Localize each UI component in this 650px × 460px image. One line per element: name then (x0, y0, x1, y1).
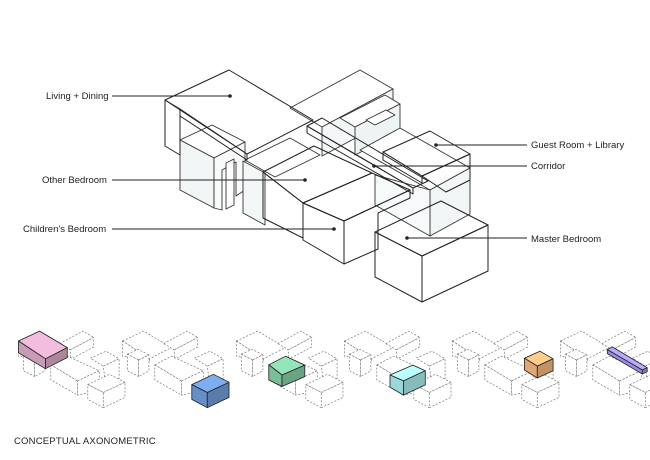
thumbnail-wireframe-face (395, 337, 421, 360)
living-dining-volume (164, 69, 314, 161)
thumbnail-corridor (560, 330, 650, 409)
thumbnail-wireframe-face (163, 330, 199, 351)
thumbnail-highlight-face (641, 367, 648, 375)
label-master-bedroom: Master Bedroom (531, 234, 601, 245)
thumbnail-wireframe-face (69, 337, 95, 360)
childrens-bedroom-volume (302, 172, 411, 265)
thumbnail-highlight-face (536, 358, 554, 379)
thumbnail-wireframe-face (154, 364, 182, 396)
rear-volume (289, 69, 401, 157)
thumbnail-wireframe-face (50, 364, 78, 396)
thumbnail-living-dining (18, 330, 126, 409)
thumbnail-wireframe-face (320, 381, 344, 409)
thumbnail-wireframe-face (644, 389, 650, 409)
thumbnail-wireframe-face (503, 337, 529, 360)
label-corridor: Corridor (531, 161, 565, 172)
thumbnail-row (18, 330, 650, 409)
label-childrens-bedroom: Children's Bedroom (23, 224, 106, 235)
thumbnail-wireframe-face (252, 354, 264, 377)
thumbnail-wireframe-face (601, 330, 637, 351)
thumbnail-wireframe-face (484, 355, 534, 382)
thumbnail-wireframe-face (428, 381, 452, 409)
label-living-dining: Living + Dining (46, 91, 109, 102)
thumbnail-wireframe-face (102, 381, 126, 409)
thumbnail-wireframe-face (90, 350, 120, 367)
thumbnail-wireframe-face (629, 374, 650, 393)
caption: CONCEPTUAL AXONOMETRIC (14, 436, 156, 447)
thumbnail-wireframe-face (468, 354, 480, 377)
thumbnail-wireframe-face (277, 330, 313, 351)
thumbnail-wireframe-face (360, 354, 372, 377)
label-other-bedroom: Other Bedroom (42, 175, 107, 186)
thumbnail-wireframe-face (308, 350, 338, 367)
main-axonometric: Living + Dining Other Bedroom Children's… (23, 69, 624, 303)
centre-white-volume (242, 137, 321, 226)
thumbnail-highlight-face (281, 364, 306, 387)
master-bedroom-volume (374, 200, 489, 303)
guest-room-library-volume (382, 130, 471, 193)
thumbnail-master-bedroom (122, 330, 230, 409)
thumbnail-wireframe-face (632, 350, 650, 367)
thumbnail-childrens-bedroom (344, 330, 452, 409)
thumbnail-wireframe-face (385, 330, 421, 351)
thumbnail-wireframe-face (194, 350, 224, 367)
thumbnail-wireframe-face (576, 354, 588, 377)
thumbnail-highlight-face (206, 381, 230, 409)
thumbnail-wireframe-face (138, 354, 150, 377)
thumbnail-wireframe-face (592, 364, 620, 396)
thumbnail-wireframe-face (287, 337, 313, 360)
thumbnail-wireframe-face (493, 330, 529, 351)
thumbnail-guest-room-library (452, 330, 560, 409)
thumbnail-highlight-face (403, 370, 426, 396)
thumbnail-wireframe-face (536, 381, 560, 409)
corridor-volume (306, 117, 429, 195)
thumbnail-highlight-face (45, 347, 68, 370)
label-guest-room-library: Guest Room + Library (531, 140, 624, 151)
thumbnail-other-bedroom (236, 330, 344, 409)
thumbnail-wireframe-face (484, 364, 512, 396)
leader-lines (112, 94, 527, 240)
thumbnail-wireframe-face (416, 350, 446, 367)
thumbnail-wireframe-face (154, 355, 204, 382)
thumbnail-wireframe-face (173, 337, 199, 360)
left-white-box (179, 124, 246, 211)
